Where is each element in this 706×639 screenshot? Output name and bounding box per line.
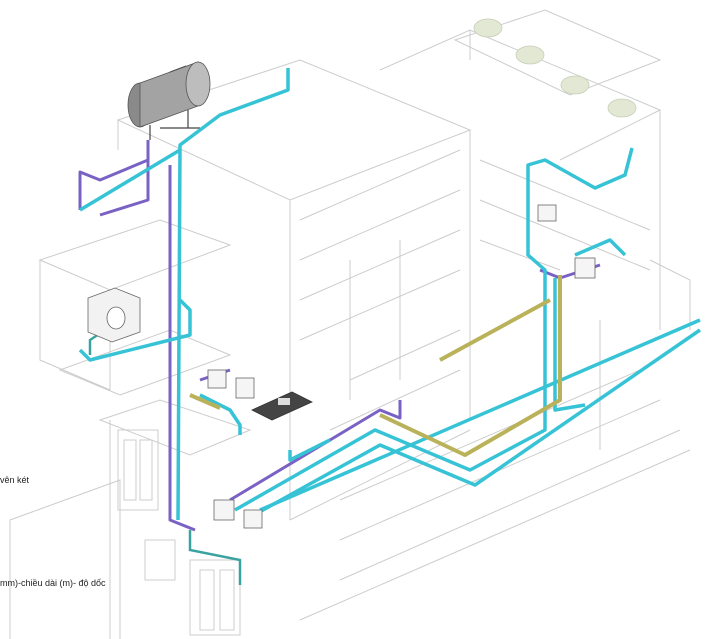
plant-icon [515,45,545,65]
cold-water-pipes [78,68,701,522]
sink-icon [251,391,313,421]
plant-icon [473,18,503,38]
water-tank-icon [127,61,211,140]
legend-text-tank: vên két [0,475,30,485]
water-heater-icon [207,204,596,529]
drain-pipes [189,275,562,457]
washing-machine-icon [87,287,141,343]
plant-icon [607,98,637,118]
plant-icon [560,75,590,95]
building-outline [9,9,691,639]
roof-plants [473,18,637,118]
legend-text-pipe-spec: mm)-chiều dài (m)- độ dốc [0,578,106,588]
